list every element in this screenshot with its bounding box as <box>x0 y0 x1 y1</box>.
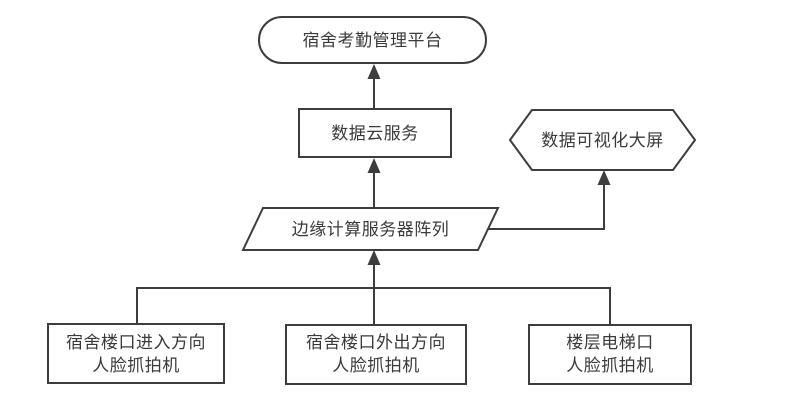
camera-elevator-rect-shape <box>528 324 692 385</box>
arrowhead-to-cloud <box>367 158 381 173</box>
arrowhead-to-edge-servers <box>367 250 381 265</box>
camera-exit-rect-shape <box>285 324 467 385</box>
camera-entry-rect-shape <box>47 323 225 384</box>
arrowhead-to-bigscreen <box>597 170 611 185</box>
connector-edge-to-bigscreen <box>486 184 605 230</box>
edge-servers-parallelogram-shape <box>241 207 500 251</box>
cloud-service-rect-shape <box>298 108 452 158</box>
big-screen-hexagon-shape <box>508 109 697 171</box>
platform-stadium-shape <box>258 16 487 64</box>
arrowhead-to-platform <box>367 64 381 79</box>
